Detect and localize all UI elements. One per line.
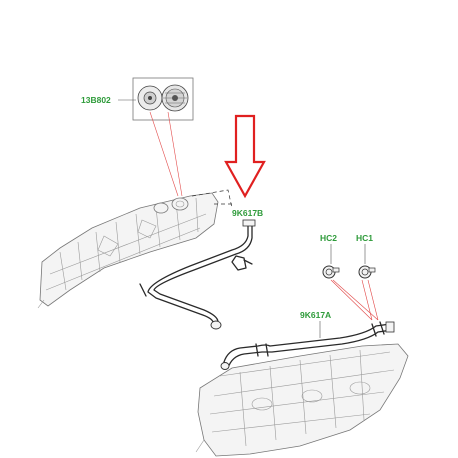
reference-line xyxy=(191,189,233,209)
oil-filler-cap-icon xyxy=(137,84,189,112)
breather-hose-9K617B xyxy=(139,219,256,330)
label-13B802: 13B802 xyxy=(81,95,111,105)
label-HC1: HC1 xyxy=(356,233,373,243)
clip-leader-red xyxy=(330,279,379,321)
cylinder-head xyxy=(195,343,409,457)
down-arrow-icon xyxy=(224,114,266,199)
intake-manifold xyxy=(37,192,219,309)
cap-leader-red xyxy=(149,111,183,197)
label-9K617A: 9K617A xyxy=(300,310,331,320)
label-HC2: HC2 xyxy=(320,233,337,243)
breather-hose-9K617A xyxy=(220,321,395,370)
cap-inset xyxy=(132,77,194,121)
hose-clip-icon xyxy=(322,265,340,279)
label-9K617B: 9K617B xyxy=(232,208,263,218)
hose-clip-icon-2 xyxy=(358,265,376,279)
